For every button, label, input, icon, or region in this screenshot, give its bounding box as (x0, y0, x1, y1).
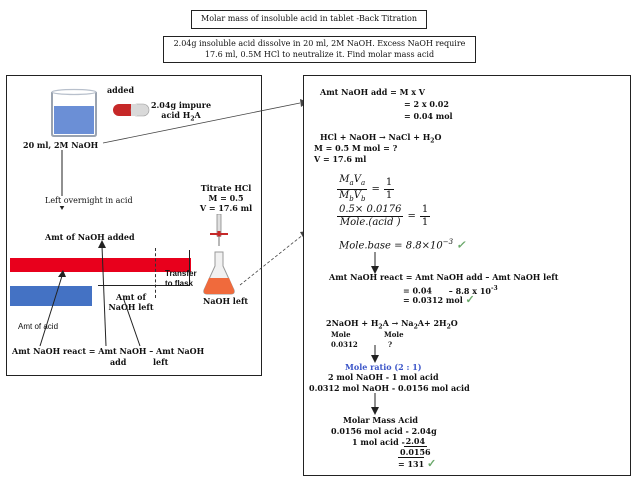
react-line-3: = 0.0312 mol ✓ (403, 293, 475, 306)
naoh-added-bar (10, 258, 191, 272)
frac2-numerator: 0.5× 0.0176 (337, 204, 404, 217)
naoh-volume-label: 20 ml, 2M NaOH (23, 140, 99, 150)
frac2-right-den: 1 (421, 217, 429, 228)
capsule-icon (113, 103, 150, 117)
amt-left-bracket (98, 285, 190, 286)
dashed-divider (155, 248, 156, 298)
problem-box: 2.04g insoluble acid dissolve in 20 ml, … (163, 36, 476, 63)
mole-unknown: ? (388, 340, 393, 349)
down-arrow-3 (371, 393, 379, 415)
acid-bar (10, 286, 92, 306)
transfer-line-2: to flask (165, 279, 194, 288)
hcl-equation: HCl + NaOH → NaCl + H2O (320, 132, 442, 145)
molar-mass-line-1: 0.0156 mol acid - 2.04g (331, 426, 437, 436)
titrate-line-3: V = 17.6 ml (199, 203, 253, 213)
problem-line-2: 17.6 ml, 0.5M HCl to neutralize it. Find… (204, 50, 435, 59)
amt-left-line-1: Amt of (116, 292, 146, 302)
down-arrow-2 (371, 345, 379, 363)
naoh-add-line-3: = 0.04 mol (404, 111, 453, 121)
mm-frac-num: 2.04 (403, 436, 428, 447)
mole-base-result: Mole.base = 8.8×10−3 ✓ (339, 238, 466, 252)
down-arrow-1 (371, 252, 379, 274)
mole-label-1: Mole (331, 330, 351, 339)
check-icon: ✓ (465, 293, 475, 306)
frac1-denominator: MbVb (339, 190, 366, 203)
titrate-line-1: Titrate HCl (200, 183, 252, 193)
added-label: added (107, 85, 135, 95)
substitution-formula: 0.5× 0.0176 Mole.(acid ) = 1 1 (337, 204, 431, 229)
react-eq-line-1: Amt NaOH react = Amt NaOH – Amt NaOH (12, 346, 205, 356)
burette-flask-icon (203, 214, 235, 295)
naoh-left-flask-label: NaOH left (203, 296, 249, 306)
page-title: Molar mass of insoluble acid in tablet -… (201, 14, 417, 23)
titration-formula: MaVa MbVb = 1 1 (337, 174, 395, 205)
titrate-line-2: M = 0.5 (208, 193, 244, 203)
hcl-m-line: M = 0.5 M mol = ? (314, 143, 398, 153)
molar-mass-fraction: 2.04 0.0156 (400, 436, 431, 457)
naoh-add-line-1: Amt NaOH add = M x V (320, 87, 426, 97)
molar-mass-line-2: 1 mol acid - (352, 437, 405, 447)
react-line-1: Amt NaOH react = Amt NaOH add – Amt NaOH… (329, 272, 559, 282)
impure-line-1: 2.04g impure (150, 100, 212, 110)
mole-value: 0.0312 (331, 340, 358, 349)
check-icon: ✓ (426, 457, 437, 470)
mole-ratio-label: Mole ratio (2 : 1) (345, 362, 422, 372)
impure-line-2: acid H2A (161, 110, 201, 123)
transfer-line-1: Transfer (165, 269, 197, 278)
frac1-right-num: 1 (383, 177, 395, 190)
molar-mass-title: Molar Mass Acid (343, 415, 418, 425)
amt-left-line-2: NaOH left (108, 302, 154, 312)
naoh-add-line-2: = 2 x 0.02 (404, 99, 449, 109)
title-box: Molar mass of insoluble acid in tablet -… (191, 10, 427, 29)
transfer-label: Transfer to flask (165, 269, 197, 289)
right-panel (303, 75, 631, 476)
frac2-right-num: 1 (419, 204, 431, 217)
amt-acid-label: Amt of acid (18, 322, 59, 331)
titrate-label: Titrate HCl M = 0.5 V = 17.6 ml (196, 183, 256, 213)
frac2-equals: = (407, 211, 416, 222)
hcl-v-line: V = 17.6 ml (314, 154, 367, 164)
frac1-equals: = (371, 184, 380, 195)
frac1-numerator: MaVa (337, 174, 368, 190)
mole-label-2: Mole (384, 330, 404, 339)
reaction-equation: 2NaOH + H2A → Na2A+ 2H2O (326, 318, 458, 331)
problem-line-1: 2.04g insoluble acid dissolve in 20 ml, … (173, 39, 466, 48)
amt-added-label: Amt of NaOH added (45, 232, 135, 242)
molar-mass-result: = 131 ✓ (398, 457, 437, 470)
ratio-line-1: 2 mol NaOH - 1 mol acid (328, 372, 439, 382)
react-eq-left: left (153, 357, 169, 367)
overnight-label: Left overnight in acid (45, 196, 133, 206)
impure-acid-label: 2.04g impure acid H2A (150, 100, 212, 125)
amt-left-bracket-end (189, 250, 190, 285)
react-line-2: = 0.04 – 8.8 x 10-3 (403, 285, 498, 296)
amt-naoh-left-label: Amt of NaOH left (106, 292, 156, 312)
ratio-line-2: 0.0312 mol NaOH - 0.0156 mol acid (309, 383, 470, 393)
check-icon: ✓ (456, 238, 466, 252)
mm-frac-den: 0.0156 (400, 447, 431, 457)
react-eq-add: add (110, 357, 127, 367)
frac2-denominator: Mole.(acid ) (339, 217, 401, 228)
beaker-icon (51, 88, 97, 137)
frac1-right-den: 1 (385, 190, 393, 201)
